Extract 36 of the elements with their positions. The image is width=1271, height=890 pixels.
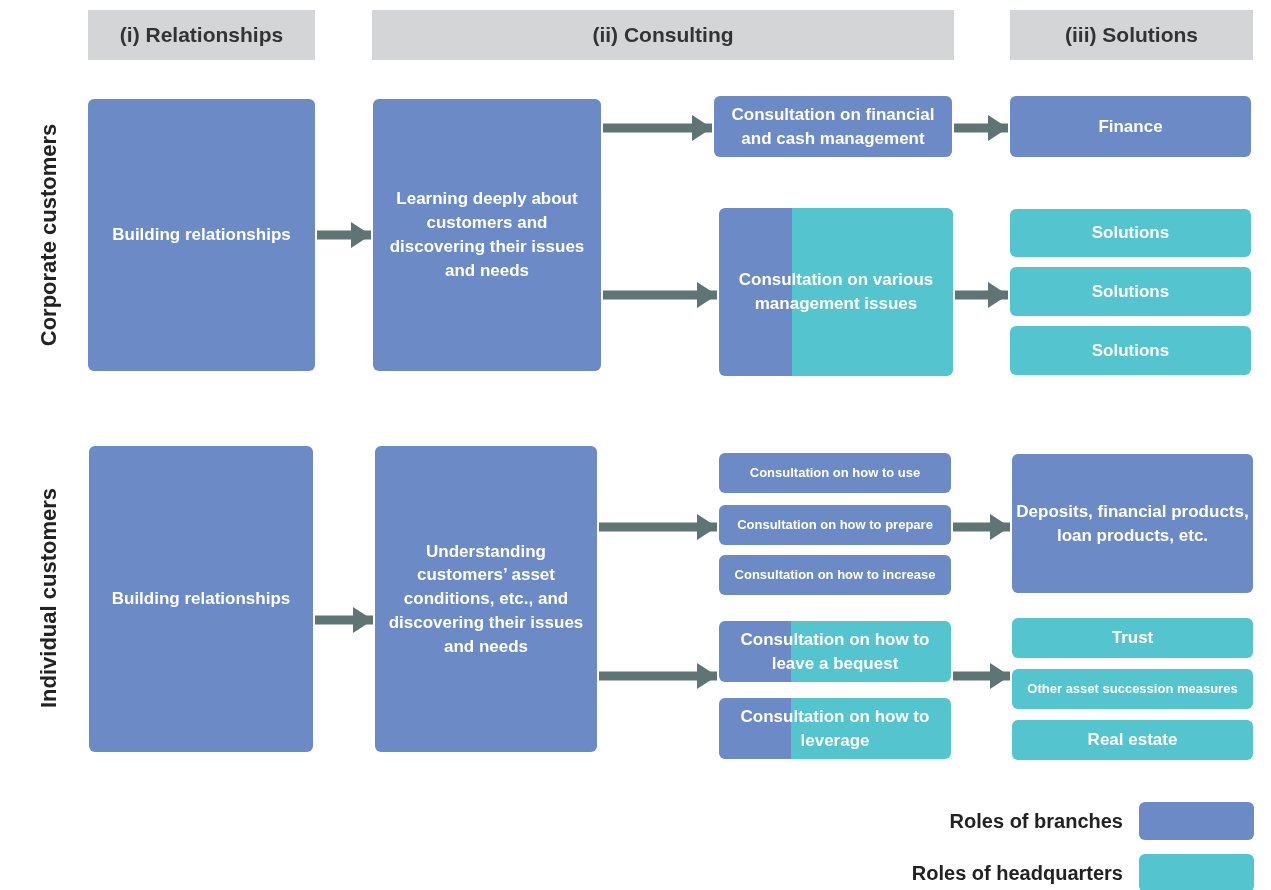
solution-box: Trust [1012,618,1253,658]
process-box: Building relationships [89,446,313,752]
arrow [955,282,1008,308]
legend-label: Roles of headquarters [911,861,1123,886]
process-box: Building relationships [88,99,315,371]
process-box: Consultation on how to prepare [719,505,951,545]
column-header: (ii) Consulting [372,10,954,60]
solution-box: Other asset succession measures [1012,669,1253,709]
arrow [599,663,717,689]
arrow [315,607,373,633]
arrow [317,222,371,248]
arrow [953,663,1010,689]
row-label: Corporate customers [34,123,62,347]
arrow [603,282,717,308]
row-label: Individual customers [34,487,62,709]
process-box: Understanding customers’ asset conditions, etc., and discovering their issues and needs [375,446,597,752]
arrow [603,115,712,141]
process-box: Learning deeply about customers and discovering their issues and needs [373,99,601,371]
process-box: Consultation on how to increase [719,555,951,595]
column-header: (i) Relationships [88,10,315,60]
process-box: Consultation on various management issues [719,208,953,376]
process-box: Consultation on how to use [719,453,951,493]
solution-box: Solutions [1010,209,1251,257]
process-box: Consultation on financial and cash management [714,96,952,157]
arrow [953,514,1010,540]
arrow [599,514,717,540]
solution-box: Solutions [1010,267,1251,316]
process-box: Consultation on how to leverage [719,698,951,759]
solution-box: Deposits, financial products, loan products, etc. [1012,454,1253,593]
process-box: Consultation on how to leave a bequest [719,621,951,682]
legend-label: Roles of branches [949,809,1123,834]
column-header: (iii) Solutions [1010,10,1253,60]
arrow [954,115,1008,141]
solution-box: Finance [1010,96,1251,157]
solution-box: Real estate [1012,720,1253,760]
solution-box: Solutions [1010,326,1251,375]
